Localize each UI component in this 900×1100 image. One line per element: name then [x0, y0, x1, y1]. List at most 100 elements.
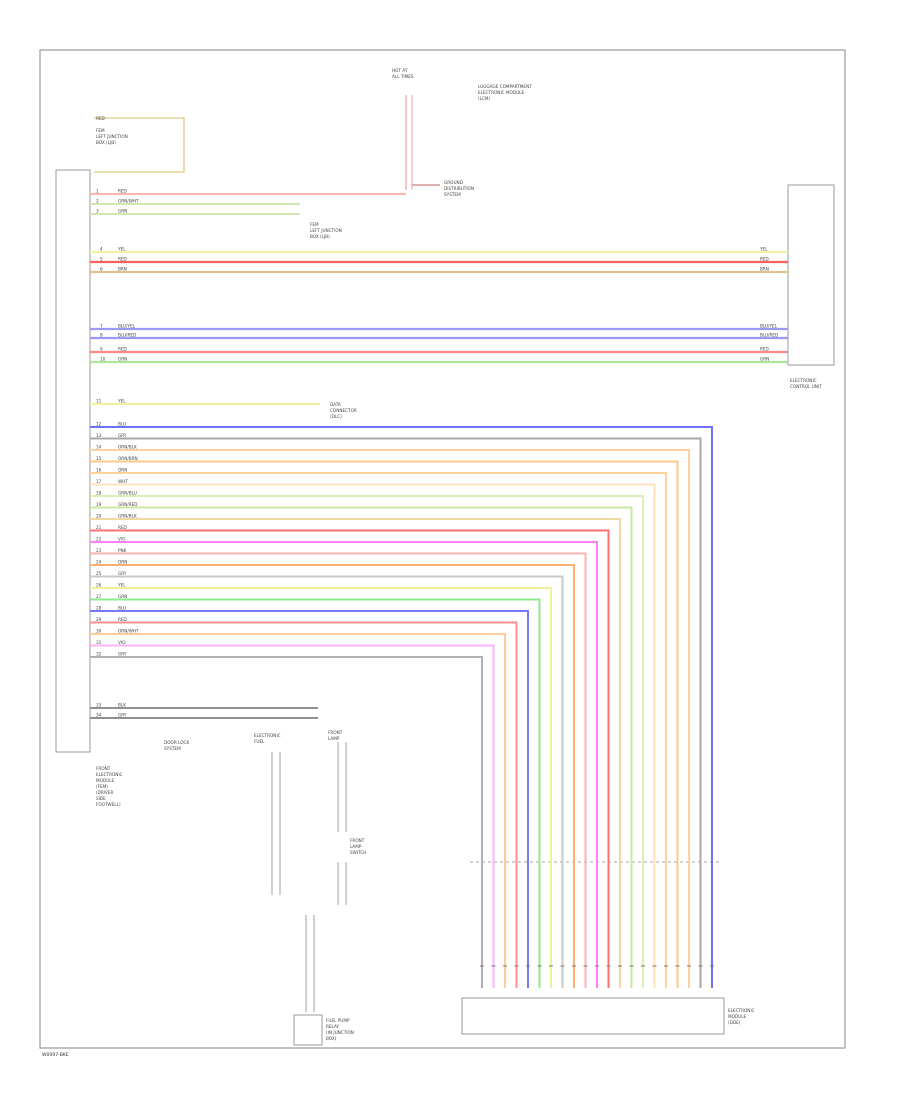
wire-pin-label: 20 [96, 514, 102, 519]
wire-pin-label: 23 [96, 548, 102, 553]
wire-pin-label: 2 [96, 199, 99, 204]
wire-21 [90, 529, 610, 988]
top_fuse-line: ALL TIMES [392, 74, 414, 79]
wire-color-label: GRY [118, 433, 127, 438]
door_lock_left-line: DOOR LOCK [164, 740, 189, 745]
wire-pin-label: 1 [96, 189, 99, 194]
footer-code: W0097-BKE [42, 1052, 69, 1058]
connector_mid-line: (DLC) [330, 414, 342, 419]
ground-line: SYSTEM [444, 192, 461, 197]
wire-color-label: ORN/BLK [118, 445, 137, 450]
left_module-line: MODULE [96, 778, 115, 783]
left_module-line: (DRIVER [96, 790, 114, 795]
wire-25 [90, 575, 564, 988]
front-electronic-module [55, 169, 91, 753]
wire-30 [90, 633, 506, 988]
wire-pin-label: 31 [96, 640, 102, 645]
wire-color-label: BRN [118, 267, 127, 272]
wire-color-label: BLU [118, 422, 126, 427]
bottom_left_box-line: BOX) [326, 1036, 337, 1041]
wire-pin-label: 13 [96, 433, 102, 438]
wire-color-label: GRN [118, 594, 127, 599]
left_module-line: FRONT [96, 766, 111, 771]
mid_ref-line: LEFT JUNCTION [310, 228, 342, 233]
wire-color-label-right: GRN [760, 357, 769, 362]
top_fuse-line: HOT AT [392, 68, 408, 73]
wire-color-label: RED [118, 617, 127, 622]
connector_mid-line: CONNECTOR [330, 408, 357, 413]
wire-pin-label: 32 [96, 652, 102, 657]
wire-color-label: GRN/BLK [118, 514, 137, 519]
wire-color-label: GRY [118, 571, 127, 576]
wire-pin-label: 6 [100, 267, 103, 272]
wire-20 [90, 518, 621, 988]
wire-12 [90, 426, 713, 988]
wire-color-label: YEL [117, 399, 126, 404]
wire-13 [90, 437, 702, 988]
bottom_right_box-line: ELECTRONIC [728, 1008, 755, 1013]
front-electronic-module-label: FRONTELECTRONICMODULE(FEM)(DRIVERSIDEFOO… [96, 766, 123, 807]
wire-color-label: RED [118, 347, 127, 352]
wire-color-label: VIO [118, 537, 126, 542]
lamp_left-line: FUEL [254, 739, 265, 744]
bottom_left_box-line: RELAY [326, 1024, 340, 1029]
top_splice-line: LUGGAGE COMPARTMENT [478, 84, 532, 89]
right_module-line: CONTROL UNIT [790, 384, 822, 389]
fuel-pump-relay-box [293, 1014, 323, 1046]
wire-27 [90, 598, 541, 988]
wire-pin-label: 30 [96, 629, 102, 634]
ground-line: DISTRIBUTION [444, 186, 474, 191]
bottom_right_box-line: MODULE [728, 1014, 747, 1019]
wire-pin-label: 25 [96, 571, 102, 576]
wire-pin-label: 11 [96, 399, 102, 404]
wire-color-label: RED [118, 189, 127, 194]
top_splice-line: ELECTRONIC MODULE [478, 90, 524, 95]
wire-26 [90, 587, 552, 988]
wire-pin-label: 15 [96, 456, 102, 461]
top_left_ref-line: LEFT JUNCTION [96, 134, 128, 139]
wire-22 [90, 541, 598, 988]
left_module-line: ELECTRONIC [96, 772, 123, 777]
wire-pin-label: 3 [96, 209, 99, 214]
wire-color-label: VIO [118, 640, 126, 645]
wire-pin-label: 10 [100, 357, 106, 362]
top-left-ref-wire [94, 117, 185, 173]
bottom_right_box-line: (DDE) [728, 1020, 741, 1025]
wire-pin-label: 22 [96, 537, 102, 542]
bottom_left_box-line: (IN JUNCTION [326, 1030, 354, 1035]
wire-color-label: BLU/YEL [118, 324, 136, 329]
wire-color-label: YEL [117, 583, 126, 588]
lamp_right-line: SWITCH [350, 850, 366, 855]
wire-pin-label: 12 [96, 422, 102, 427]
wire-color-label: BLU [118, 606, 126, 611]
wire-color-label: PNK [118, 548, 127, 553]
wire-color-label-right: BLU/YEL [760, 324, 778, 329]
wire-color-label-right: BRN [760, 267, 769, 272]
wire-pin-label: 19 [96, 502, 102, 507]
wire-23 [90, 552, 587, 988]
lamp_mid-line: LAMP [328, 736, 340, 741]
wire-pin-label: 7 [100, 324, 103, 329]
wire-19 [90, 506, 633, 988]
left_module-line: SIDE [96, 796, 106, 801]
connector_mid-line: DATA [330, 402, 341, 407]
wire-color-label: GRN/RED [118, 502, 137, 507]
left_module-line: FOOTWELL) [96, 802, 121, 807]
electronic-control-unit [787, 184, 835, 366]
wire-color-label: ORN [118, 468, 127, 473]
wire-color-label: GRY [118, 713, 127, 718]
wire-color-label: GRN [118, 209, 127, 214]
wire-pin-label: 16 [96, 468, 102, 473]
mid_ref-line: FEM [310, 222, 319, 227]
wire-color-label: BLU/RED [118, 333, 136, 338]
diagram-frame [39, 49, 846, 1049]
